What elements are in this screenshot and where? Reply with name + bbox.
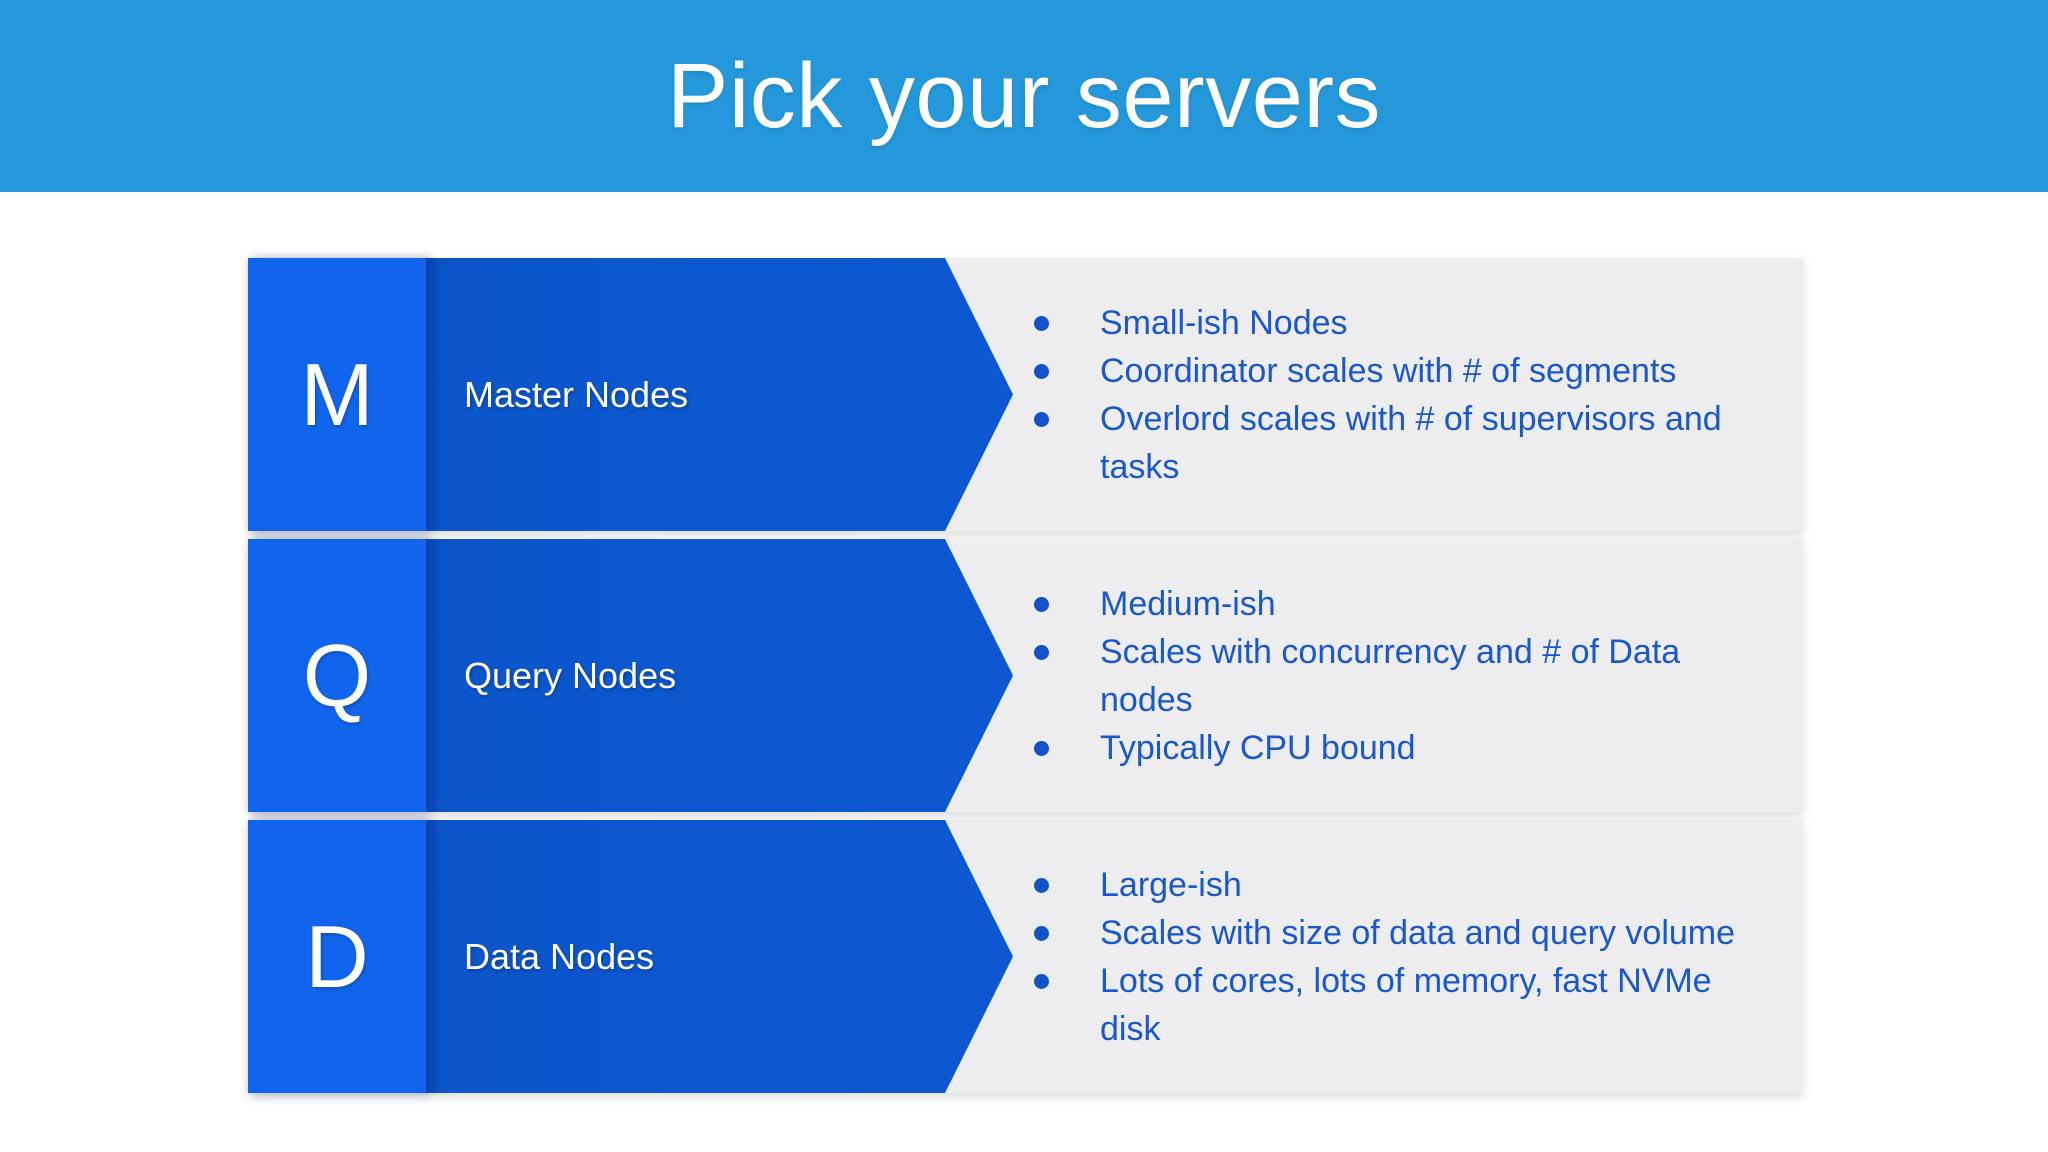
row-arrow: Master Nodes: [426, 258, 945, 531]
bullet-item: Lots of cores, lots of memory, fast NVMe…: [945, 957, 1803, 1053]
badge-letter: Q: [302, 625, 372, 725]
bullet-item: Small-ish Nodes: [945, 299, 1803, 347]
row-label: Data Nodes: [464, 935, 655, 977]
row-arrow: Data Nodes: [426, 820, 945, 1093]
bullet-text: Medium-ish: [1100, 584, 1276, 623]
bullet-list: Medium-ish Scales with concurrency and #…: [945, 580, 1803, 772]
bullet-text: Small-ish Nodes: [1100, 303, 1348, 342]
content-panel: Small-ish Nodes Coordinator scales with …: [945, 258, 1803, 531]
bullet-dot-icon: [1034, 644, 1049, 660]
badge-letter: M: [300, 344, 374, 444]
content-panel: Medium-ish Scales with concurrency and #…: [945, 539, 1803, 812]
row-arrow: Query Nodes: [426, 539, 945, 812]
bullet-list: Small-ish Nodes Coordinator scales with …: [945, 299, 1803, 491]
bullet-dot-icon: [1034, 925, 1049, 941]
bullet-text: Large-ish: [1100, 865, 1242, 904]
slide-banner: Pick your servers: [0, 0, 2048, 192]
bullet-item: Coordinator scales with # of segments: [945, 347, 1803, 395]
letter-badge: M: [248, 258, 426, 531]
row-label: Query Nodes: [464, 654, 677, 696]
badge-letter: D: [305, 906, 369, 1006]
letter-badge: D: [248, 820, 426, 1093]
server-row-master: Master Nodes Small-ish Nodes Coordinator…: [248, 258, 1803, 531]
bullet-text: Lots of cores, lots of memory, fast NVMe…: [1100, 961, 1712, 1048]
bullet-list: Large-ish Scales with size of data and q…: [945, 861, 1803, 1053]
server-row-query: Query Nodes Medium-ish Scales with concu…: [248, 539, 1803, 812]
content-panel: Large-ish Scales with size of data and q…: [945, 820, 1803, 1093]
bullet-text: Scales with concurrency and # of Data no…: [1100, 632, 1681, 719]
bullet-dot-icon: [1034, 877, 1049, 893]
bullet-text: Scales with size of data and query volum…: [1100, 913, 1736, 952]
bullet-dot-icon: [1034, 596, 1049, 612]
bullet-item: Typically CPU bound: [945, 724, 1803, 772]
bullet-dot-icon: [1034, 740, 1049, 756]
row-label: Master Nodes: [464, 373, 689, 415]
bullet-text: Coordinator scales with # of segments: [1100, 351, 1677, 390]
bullet-item: Large-ish: [945, 861, 1803, 909]
server-row-data: Data Nodes Large-ish Scales with size of…: [248, 820, 1803, 1093]
bullet-text: Overlord scales with # of supervisors an…: [1100, 399, 1722, 486]
bullet-dot-icon: [1034, 363, 1049, 379]
bullet-dot-icon: [1034, 973, 1049, 989]
bullet-dot-icon: [1034, 315, 1049, 331]
bullet-item: Overlord scales with # of supervisors an…: [945, 395, 1803, 491]
bullet-text: Typically CPU bound: [1100, 728, 1416, 767]
bullet-dot-icon: [1034, 411, 1049, 427]
letter-badge: Q: [248, 539, 426, 812]
bullet-item: Scales with size of data and query volum…: [945, 909, 1803, 957]
bullet-item: Scales with concurrency and # of Data no…: [945, 628, 1803, 724]
slide-title: Pick your servers: [667, 44, 1381, 147]
bullet-item: Medium-ish: [945, 580, 1803, 628]
